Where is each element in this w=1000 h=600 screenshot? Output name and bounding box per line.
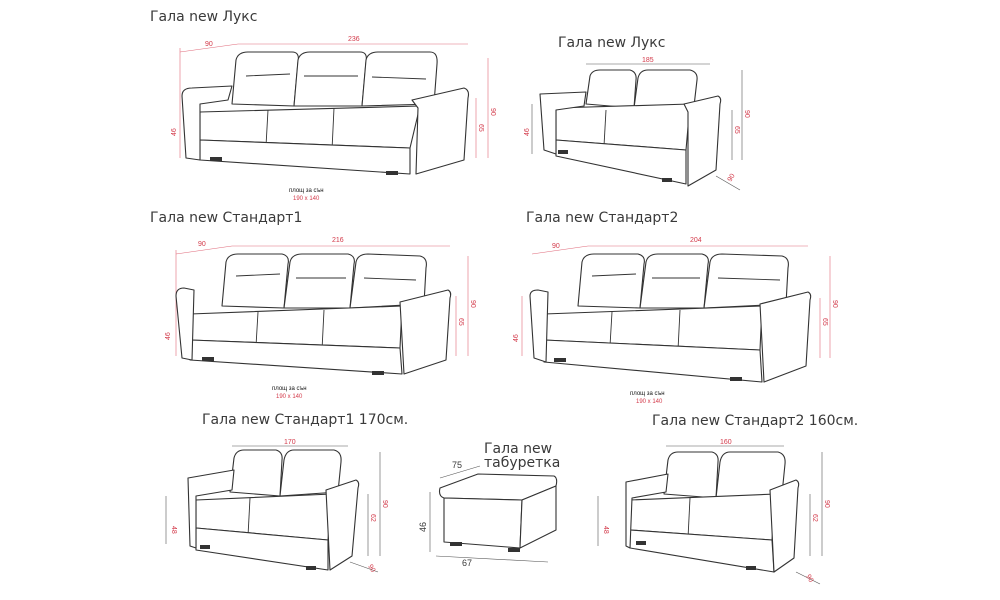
dim-seat-standard2: 46 [513,334,520,342]
title-ottoman-line1: Гала new [484,441,552,457]
dim-width-standard1: 216 [332,237,344,244]
dim-back-standard1-170: 62 [369,514,376,522]
dim-height-lux-2seat: 90 [743,110,750,118]
ottoman: Гала new табуретка 75 46 67 [418,441,560,568]
dim-seat-lux-3seat: 46 [171,128,178,136]
dim-depth-standard2-160: 90 [804,574,814,584]
dim-depth-standard2: 90 [552,243,560,250]
dim-width-ottoman: 67 [462,558,472,568]
title-standard2: Гала new Стандарт2 [526,210,678,226]
title-standard1: Гала new Стандарт1 [150,210,302,226]
sofa-standard2-160: Гала new Стандарт2 160см. 160 90 62 48 9… [597,413,858,585]
sofa-lux-2seat: Гала new Лукс 185 90 65 46 90 [524,35,750,191]
dim-seat-lux-2seat: 46 [524,128,531,136]
sofa-standard1-170: Гала new Стандарт1 170см. 170 90 62 48 9… [165,412,408,574]
title-ottoman-line2: табуретка [484,455,560,471]
dim-back-lux-2seat: 65 [733,126,740,134]
sleep-size-standard2: 190 x 140 [636,399,663,405]
dim-height-standard1: 90 [469,300,476,308]
dim-depth-standard1: 90 [198,241,206,248]
sleep-size-standard1: 190 x 140 [276,394,303,400]
dim-depth-standard1-170: 90 [366,564,376,574]
dim-seat-standard1-170: 48 [170,526,177,534]
sleep-label-lux-3seat: площ за сън [289,188,324,194]
dim-width-lux-2seat: 185 [642,57,654,64]
sleep-size-lux-3seat: 190 x 140 [293,196,320,202]
dim-depth-ottoman: 75 [452,460,462,470]
dim-height-ottoman: 46 [418,522,428,532]
dim-back-standard2: 65 [821,318,828,326]
title-standard2-160: Гала new Стандарт2 160см. [652,413,858,429]
title-standard1-170: Гала new Стандарт1 170см. [202,412,408,428]
dim-depth-lux-3seat: 90 [205,41,213,48]
sofa-standard1: Гала new Стандарт1 90 216 90 65 46 площ … [150,210,476,400]
dim-height-lux-3seat: 90 [489,108,496,116]
dim-back-standard2-160: 62 [811,514,818,522]
sleep-label-standard1: площ за сън [272,386,307,392]
dim-width-standard1-170: 170 [284,439,296,446]
dim-seat-standard1: 46 [165,332,172,340]
dim-height-standard1-170: 90 [381,500,388,508]
dim-back-standard1: 65 [457,318,464,326]
dim-seat-standard2-160: 48 [602,526,609,534]
sofa-lux-3seat: Гала new Лукс 90 236 90 65 46 площ за съ… [150,9,496,202]
title-lux-3seat: Гала new Лукс [150,9,257,25]
dim-height-standard2: 90 [831,300,838,308]
dim-depth-lux-2seat: 90 [727,173,737,183]
dim-back-lux-3seat: 65 [477,124,484,132]
sleep-label-standard2: площ за сън [630,391,665,397]
dim-width-standard2-160: 160 [720,439,732,446]
dim-width-standard2: 204 [690,237,702,244]
title-lux-2seat: Гала new Лукс [558,35,665,51]
dim-width-lux-3seat: 236 [348,36,360,43]
sofa-standard2: Гала new Стандарт2 90 204 90 65 46 площ … [513,210,838,405]
dim-height-standard2-160: 90 [823,500,830,508]
